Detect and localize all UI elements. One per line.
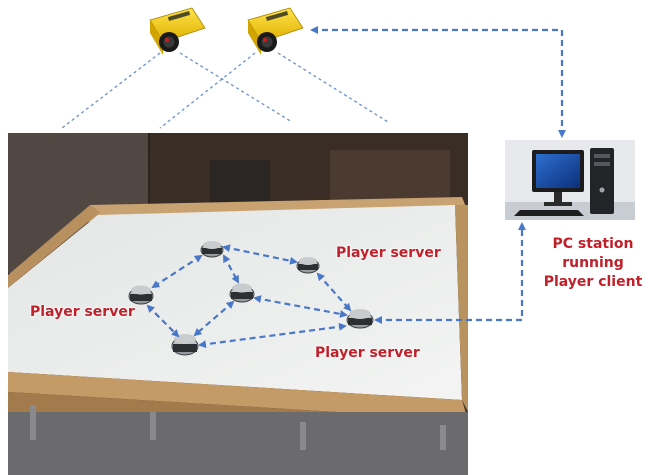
pc-station-icon [505,140,635,220]
link-arrow [198,322,347,349]
pc-station-caption: PC station running Player client [528,235,657,292]
pc-caption-line-2: running [562,255,624,271]
robot-icon [200,241,224,258]
pc-caption-line-1: PC station [552,236,634,252]
camera-fov-lines [61,52,389,129]
robot-icon [229,283,255,303]
player-server-label-left: Player server [30,304,135,320]
robot-icon [296,257,320,274]
robot-links [146,244,352,349]
pc-caption-line-3: Player client [543,274,643,290]
link-arrow [223,254,239,284]
camera-link-arrow [310,26,566,138]
camera-icon [149,7,206,55]
robot-icon [171,334,199,356]
robot-icon [346,309,374,329]
arena-photo [8,133,468,475]
pc-link-arrow [374,222,526,324]
player-server-label-top: Player server [336,245,441,261]
arena-board [8,205,462,400]
player-server-label-bottom: Player server [315,345,420,361]
link-arrow [222,244,298,265]
link-arrow [146,304,180,338]
robot-icon [128,285,154,305]
camera-icon [247,7,304,55]
link-arrow [253,295,348,318]
